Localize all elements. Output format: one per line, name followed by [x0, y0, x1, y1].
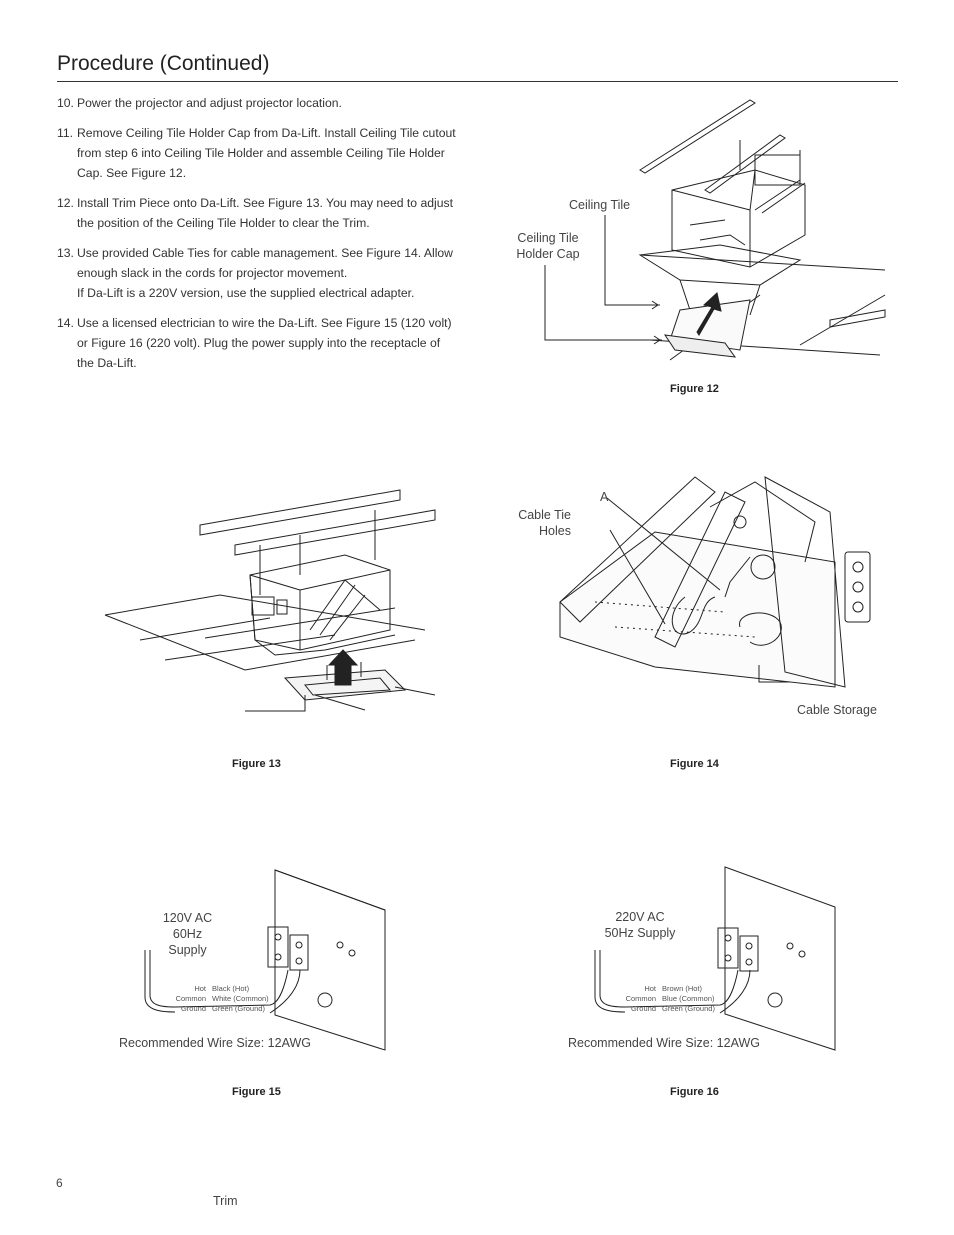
label-ceiling-tile-holder-cap: Ceiling Tile Holder Cap [510, 230, 586, 262]
step-item: 14. Use a licensed electrician to wire t… [57, 313, 457, 373]
figure-15: 120V AC 60Hz Supply Hot Common Ground Bl… [119, 865, 390, 1055]
label-holder-cap-line2: Holder Cap [516, 247, 580, 261]
wire-common: Common [625, 994, 656, 1003]
step-text-adapter: If Da-Lift is a 220V version, use the su… [77, 286, 415, 300]
supply-label-220v: 220V AC 50Hz Supply [590, 909, 690, 941]
figure-12: Ceiling Tile Ceiling Tile Holder Cap [500, 95, 900, 365]
supply-line1: 220V AC [615, 910, 665, 924]
figure-13: Trim [95, 489, 436, 1208]
step-number: 10. [57, 96, 74, 110]
step-text: Power the projector and adjust projector… [77, 96, 342, 110]
label-cable-tie-line2: Holes [539, 524, 571, 538]
figure-15-illustration [144, 869, 386, 1051]
step-item: 11. Remove Ceiling Tile Holder Cap from … [57, 123, 457, 183]
step-number: 11. [57, 126, 74, 140]
label-cable-storage: Cable Storage [797, 703, 877, 717]
step-item: 12. Install Trim Piece onto Da-Lift. See… [57, 193, 457, 233]
wire-ground: Ground [180, 1004, 206, 1013]
step-item: 13. Use provided Cable Ties for cable ma… [57, 243, 457, 303]
supply-line2: 60Hz [172, 927, 203, 941]
figure-16-caption: Figure 16 [670, 1086, 719, 1098]
label-cable-tie-line1: Cable Tie [518, 508, 571, 522]
supply-line3: Supply [168, 943, 207, 957]
figure-13-caption: Figure 13 [232, 758, 281, 770]
wire-size-note: Recommended Wire Size: 12AWG [119, 1036, 311, 1050]
wire-black-hot: Black (Hot) [212, 984, 250, 993]
title-divider [57, 81, 898, 82]
supply-label-120v: 120V AC 60Hz Supply [140, 910, 235, 958]
supply-line2: 50Hz Supply [604, 926, 676, 940]
figure-14: A Cable Tie Holes Cable Storage [518, 472, 885, 717]
wire-ground: Ground [630, 1004, 656, 1013]
label-trim: Trim [213, 1194, 238, 1208]
wire-size-note: Recommended Wire Size: 12AWG [568, 1036, 760, 1050]
wire-green-ground: Green (Ground) [212, 1004, 265, 1013]
page-number: 6 [56, 1176, 63, 1190]
figure-14-caption: Figure 14 [670, 758, 719, 770]
wire-labels-right: Brown (Hot) Blue (Common) Green (Ground) [662, 984, 715, 1014]
wire-hot: Hot [194, 984, 206, 993]
step-number: 13. [57, 246, 74, 260]
procedure-steps: 10. Power the projector and adjust proje… [57, 93, 457, 383]
wire-blue-common: Blue (Common) [662, 994, 715, 1003]
step-text: Install Trim Piece onto Da-Lift. See Fig… [77, 196, 453, 230]
wire-labels-right: Black (Hot) White (Common) Green (Ground… [212, 984, 269, 1014]
figure-14-illustration [559, 476, 871, 688]
step-number: 14. [57, 316, 74, 330]
wire-hot: Hot [644, 984, 656, 993]
figure-12-caption: Figure 12 [670, 383, 719, 395]
supply-line1: 120V AC [162, 911, 213, 925]
step-text: Use a licensed electrician to wire the D… [77, 316, 452, 370]
figure-16: 220V AC 50Hz Supply Hot Common Ground Br… [568, 862, 840, 1054]
figure-15-caption: Figure 15 [232, 1086, 281, 1098]
step-item: 10. Power the projector and adjust proje… [57, 93, 457, 113]
wire-white-common: White (Common) [212, 994, 269, 1003]
label-ceiling-tile: Ceiling Tile [569, 198, 631, 212]
wire-brown-hot: Brown (Hot) [662, 984, 703, 993]
wire-common: Common [175, 994, 206, 1003]
wire-labels-left: Hot Common Ground [166, 984, 206, 1014]
label-holder-cap-line1: Ceiling Tile [517, 231, 579, 245]
step-number: 12. [57, 196, 74, 210]
figure-13-illustration [104, 489, 436, 712]
figure-16-illustration [594, 866, 836, 1051]
figure-12-illustration [544, 99, 886, 361]
wire-labels-left: Hot Common Ground [616, 984, 656, 1014]
label-cable-tie-holes: Cable Tie Holes [515, 507, 571, 539]
wire-green-ground: Green (Ground) [662, 1004, 715, 1013]
step-text: Use provided Cable Ties for cable manage… [77, 246, 453, 280]
label-a: A [600, 490, 609, 504]
step-text: Remove Ceiling Tile Holder Cap from Da-L… [77, 126, 456, 180]
page-title: Procedure (Continued) [57, 52, 270, 75]
